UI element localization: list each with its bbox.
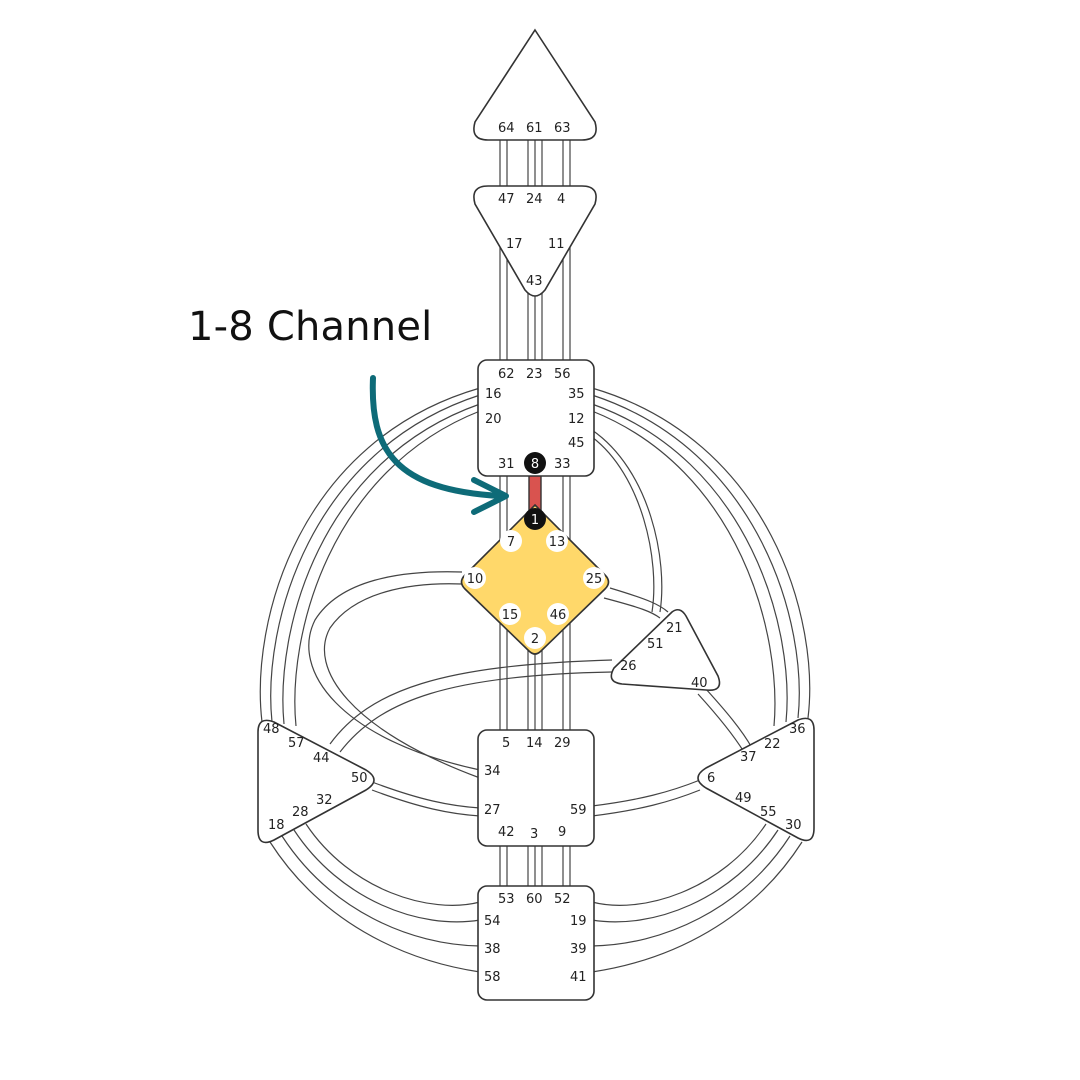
gate-42: 42 <box>498 825 515 840</box>
gate-61: 61 <box>526 121 543 136</box>
gate-8-active: 8 <box>524 452 546 474</box>
g-center-gates: 1 7 13 10 25 15 46 2 <box>464 508 605 649</box>
gate-50: 50 <box>351 771 368 786</box>
gate-45: 45 <box>568 436 585 451</box>
gate-41: 41 <box>570 970 587 985</box>
gate-38: 38 <box>484 942 501 957</box>
gate-labels: 64 61 63 47 24 4 17 11 43 62 23 56 16 35… <box>263 121 806 985</box>
gate-36: 36 <box>789 722 806 737</box>
channel-heart-solar <box>603 587 753 753</box>
channel-solar-root <box>591 823 803 973</box>
gate-44: 44 <box>313 751 330 766</box>
channel-head-ajna <box>499 140 571 186</box>
gate-9: 9 <box>558 825 566 840</box>
gate-63: 63 <box>554 121 571 136</box>
gate-53: 53 <box>498 892 515 907</box>
channel-ajna-throat <box>499 230 571 362</box>
gate-39: 39 <box>570 942 587 957</box>
svg-text:2: 2 <box>531 632 539 647</box>
g-center <box>460 503 610 655</box>
gate-59: 59 <box>570 803 587 818</box>
svg-text:7: 7 <box>507 535 515 550</box>
channel-g-loop <box>308 571 481 779</box>
gate-37: 37 <box>740 750 757 765</box>
gate-22: 22 <box>764 737 781 752</box>
gate-48: 48 <box>263 722 280 737</box>
gate-64: 64 <box>498 121 515 136</box>
solar-plexus-center <box>697 717 815 842</box>
root-center <box>477 885 595 1001</box>
gate-32: 32 <box>316 793 333 808</box>
gate-19: 19 <box>570 914 587 929</box>
gate-46: 46 <box>547 603 569 625</box>
gate-5: 5 <box>502 736 510 751</box>
gate-27: 27 <box>484 803 501 818</box>
head-center <box>473 28 597 141</box>
gate-18: 18 <box>268 818 285 833</box>
svg-text:1: 1 <box>531 513 539 528</box>
svg-text:15: 15 <box>502 608 519 623</box>
gate-62: 62 <box>498 367 515 382</box>
gate-58: 58 <box>484 970 501 985</box>
channels <box>259 140 811 973</box>
gate-49: 49 <box>735 791 752 806</box>
svg-text:8: 8 <box>531 457 539 472</box>
svg-text:25: 25 <box>586 572 603 587</box>
channel-throat-spleen <box>259 387 481 727</box>
gate-15: 15 <box>499 603 521 625</box>
heart-center <box>610 608 721 692</box>
channel-sacral-solar <box>591 779 701 817</box>
gate-33: 33 <box>554 457 571 472</box>
gate-54: 54 <box>484 914 501 929</box>
gate-1-active: 1 <box>524 508 546 530</box>
gate-29: 29 <box>554 736 571 751</box>
ajna-center <box>473 185 597 297</box>
channel-throat-solar <box>591 387 811 727</box>
gate-20: 20 <box>485 412 502 427</box>
channel-spleen-root <box>269 823 481 973</box>
gate-26: 26 <box>620 659 637 674</box>
gate-35: 35 <box>568 387 585 402</box>
svg-text:46: 46 <box>550 608 567 623</box>
gate-55: 55 <box>760 805 777 820</box>
gate-14: 14 <box>526 736 543 751</box>
gate-3: 3 <box>530 827 538 842</box>
channel-spleen-sacral <box>329 659 613 817</box>
gate-47: 47 <box>498 192 515 207</box>
gate-25: 25 <box>583 567 605 589</box>
gate-60: 60 <box>526 892 543 907</box>
gate-17: 17 <box>506 237 523 252</box>
gate-16: 16 <box>485 387 502 402</box>
svg-text:10: 10 <box>467 572 484 587</box>
gate-21: 21 <box>666 621 683 636</box>
gate-10: 10 <box>464 567 486 589</box>
throat-center <box>477 359 595 477</box>
gate-13: 13 <box>546 530 568 552</box>
gate-30: 30 <box>785 818 802 833</box>
svg-text:13: 13 <box>549 535 566 550</box>
gate-2: 2 <box>524 627 546 649</box>
gate-28: 28 <box>292 805 309 820</box>
spleen-center <box>257 719 375 844</box>
channel-annotation-label: 1-8 Channel <box>188 304 433 350</box>
annotation-arrow <box>369 375 509 515</box>
gate-31: 31 <box>498 457 515 472</box>
gate-51: 51 <box>647 637 664 652</box>
gate-40: 40 <box>691 676 708 691</box>
gate-23: 23 <box>526 367 543 382</box>
gate-11: 11 <box>548 237 565 252</box>
gate-34: 34 <box>484 764 501 779</box>
gate-52: 52 <box>554 892 571 907</box>
gate-12: 12 <box>568 412 585 427</box>
channel-sacral-root <box>499 844 571 888</box>
sacral-center <box>477 729 595 847</box>
gate-7: 7 <box>500 530 522 552</box>
gate-56: 56 <box>554 367 571 382</box>
gate-24: 24 <box>526 192 543 207</box>
gate-6: 6 <box>707 771 715 786</box>
gate-57: 57 <box>288 736 305 751</box>
gate-4: 4 <box>557 192 565 207</box>
gate-43: 43 <box>526 274 543 289</box>
